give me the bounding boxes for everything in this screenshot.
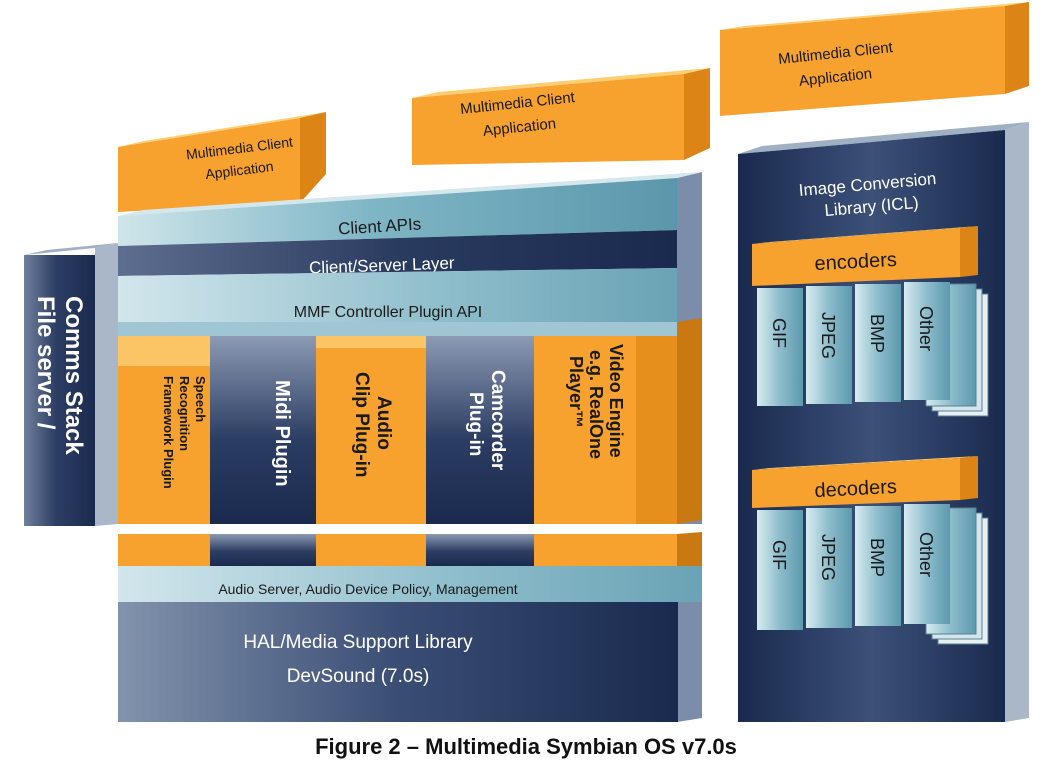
encoder-jpeg-label: JPEG	[818, 312, 838, 359]
plugin-audio-clip: Audio Clip Plug-in	[316, 336, 426, 524]
decoder-jpeg-label: JPEG	[818, 534, 838, 581]
decoder-other-label: Other	[916, 532, 936, 577]
encoders-header: encoders	[752, 226, 978, 286]
decoder-card-other	[904, 504, 950, 624]
encoder-bmp-label: BMP	[867, 314, 887, 353]
hal-label-1: HAL/Media Support Library	[243, 632, 473, 653]
client-app-right: Multimedia Client Application	[720, 2, 1029, 116]
encoder-card-gif	[757, 288, 803, 406]
plugin-camcorder-label-1: Camcorder	[487, 370, 508, 471]
decoders-header: decoders	[752, 456, 978, 508]
plugin-audio-label-1: Audio	[373, 396, 394, 450]
decoder-card-bmp	[855, 506, 901, 626]
encoder-card-bmp	[855, 284, 901, 402]
encoder-gif-label: GIF	[769, 318, 789, 348]
file-server-label-2: Comms Stack	[60, 296, 87, 455]
audio-server-label: Audio Server, Audio Device Policy, Manag…	[218, 581, 517, 597]
plugin-audio-label-2: Clip Plug-in	[351, 372, 372, 478]
hal-label-2: DevSound (7.0s)	[287, 666, 430, 687]
plugin-speech-label-2: Recognition	[177, 376, 192, 451]
plugin-speech-label-1: Speech	[193, 376, 208, 422]
client-app-left: Multimedia Client Application	[118, 112, 326, 212]
plugin-video-engine: Video Engine e.g. RealOne Player™	[534, 318, 702, 524]
plugin-midi-label: Midi Plugin	[271, 380, 293, 487]
client-app-middle: Multimedia Client Application	[412, 68, 710, 165]
file-server-block: File server / Comms Stack	[24, 243, 118, 526]
decoder-cards: GIF JPEG BMP Other	[757, 504, 989, 645]
plugin-speech-label-3: Framework Plugin	[161, 376, 176, 489]
encoder-other-label: Other	[916, 306, 936, 351]
plugins-row: Speech Recognition Framework Plugin Midi…	[118, 318, 702, 524]
plugin-gap	[118, 524, 702, 534]
decoder-bmp-label: BMP	[867, 538, 887, 577]
figure-caption: Figure 2 – Multimedia Symbian OS v7.0s	[315, 734, 737, 759]
plugin-video-label-3: Player™	[566, 356, 586, 428]
encoder-cards: GIF JPEG BMP Other	[757, 282, 989, 417]
plugin-camcorder-label-2: Plug-in	[465, 392, 486, 456]
decoder-gif-label: GIF	[769, 540, 789, 570]
plugin-midi: Midi Plugin	[210, 336, 316, 524]
icl-block: Image Conversion Library (ICL) encoders …	[738, 122, 1029, 722]
plugin-camcorder: Camcorder Plug-in	[426, 336, 534, 524]
decoder-card-gif	[757, 510, 803, 630]
decoder-card-jpeg	[806, 508, 852, 628]
encoder-card-other	[904, 282, 950, 400]
plugin-footer-strip	[118, 532, 702, 566]
mmf-controller-label: MMF Controller Plugin API	[294, 304, 483, 321]
hal-layer: HAL/Media Support Library DevSound (7.0s…	[118, 602, 678, 722]
plugin-speech-recognition: Speech Recognition Framework Plugin	[118, 336, 210, 524]
encoder-card-jpeg	[806, 286, 852, 404]
decoders-label: decoders	[814, 476, 897, 502]
mmf-controller-layer: MMF Controller Plugin API	[118, 268, 677, 336]
plugin-video-label-1: Video Engine	[606, 344, 626, 458]
encoders-label: encoders	[814, 249, 897, 275]
client-apis-layer: Client APIs	[118, 172, 702, 246]
audio-server-layer: Audio Server, Audio Device Policy, Manag…	[118, 566, 702, 602]
plugin-video-label-2: e.g. RealOne	[586, 350, 606, 459]
file-server-label-1: File server /	[32, 296, 59, 430]
